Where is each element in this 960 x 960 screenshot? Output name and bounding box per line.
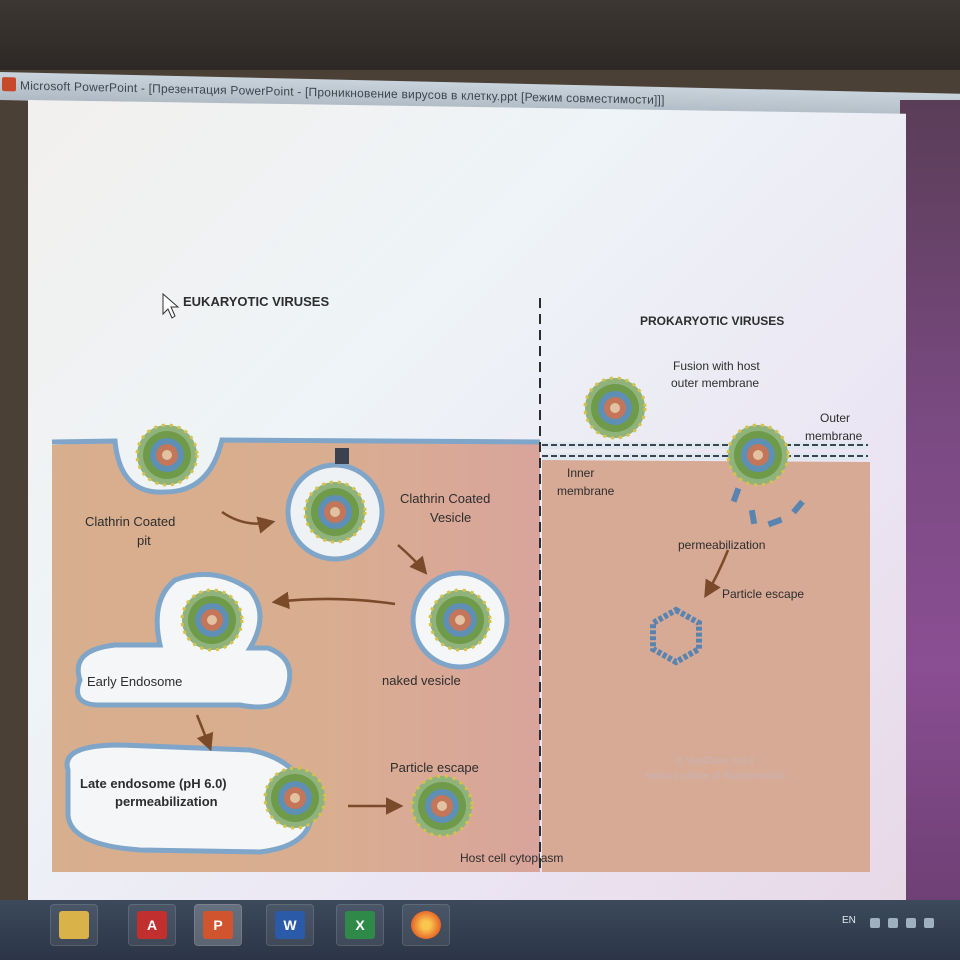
label-vesicle-2: Vesicle xyxy=(430,510,471,525)
tray-battery-icon[interactable] xyxy=(924,918,934,928)
taskbar-word-button[interactable]: W xyxy=(266,904,314,946)
taskbar-firefox-button[interactable] xyxy=(402,904,450,946)
language-indicator[interactable]: EN xyxy=(842,915,856,926)
powerpoint-app-icon: P xyxy=(203,911,233,939)
label-particle-escape-right: Particle escape xyxy=(722,587,804,601)
taskbar-explorer-button[interactable] xyxy=(50,904,98,946)
bacterial-membranes xyxy=(542,442,868,460)
label-pit-1: Clathrin Coated xyxy=(85,514,175,529)
mouse-cursor-icon xyxy=(162,292,180,319)
excel-icon: X xyxy=(345,911,375,939)
label-naked-vesicle: naked vesicle xyxy=(382,673,461,688)
label-copyright-2: Swiss Institute of Bioinformatics xyxy=(645,771,786,782)
label-host-cytoplasm: Host cell cytoplasm xyxy=(460,851,563,865)
taskbar-acrobat-button[interactable]: A xyxy=(128,904,176,946)
tray-flag-icon[interactable] xyxy=(906,918,916,928)
taskbar-excel-button[interactable]: X xyxy=(336,904,384,946)
label-inner-1: Inner xyxy=(567,466,594,480)
label-permeabilization: permeabilization xyxy=(678,538,765,552)
label-outer-2: membrane xyxy=(805,429,863,443)
acrobat-icon: A xyxy=(137,911,167,939)
label-inner-2: membrane xyxy=(557,484,615,498)
label-early-endosome: Early Endosome xyxy=(87,674,182,689)
label-late-endosome-2: permeabilization xyxy=(115,794,218,809)
permeabilization-fragments xyxy=(730,487,805,528)
taskbar-powerpoint-button[interactable]: P xyxy=(194,904,242,946)
prokaryotic-cytoplasm xyxy=(542,460,870,872)
folder-icon xyxy=(59,911,89,939)
label-fusion-1: Fusion with host xyxy=(673,359,760,373)
eukaryotic-heading: EUKARYOTIC VIRUSES xyxy=(183,294,329,309)
desktop-background xyxy=(900,100,960,910)
virus-in-pit xyxy=(135,423,199,487)
flow-arrows xyxy=(195,510,730,815)
label-copyright-1: © ViralZone 2013 xyxy=(676,756,754,767)
phage-fusing xyxy=(583,376,647,440)
label-outer-1: Outer xyxy=(820,411,850,425)
word-icon: W xyxy=(275,911,305,939)
label-fusion-2: outer membrane xyxy=(671,376,759,390)
label-pit-2: pit xyxy=(137,533,151,548)
phage-on-membrane xyxy=(726,423,790,487)
prokaryotic-heading: PROKARYOTIC VIRUSES xyxy=(640,314,784,328)
tray-network-icon[interactable] xyxy=(870,918,880,928)
label-vesicle-1: Clathrin Coated xyxy=(400,491,490,506)
tray-volume-icon[interactable] xyxy=(888,918,898,928)
label-particle-escape-left: Particle escape xyxy=(390,760,479,775)
firefox-icon xyxy=(411,911,441,939)
label-late-endosome-1: Late endosome (pH 6.0) xyxy=(80,776,227,791)
